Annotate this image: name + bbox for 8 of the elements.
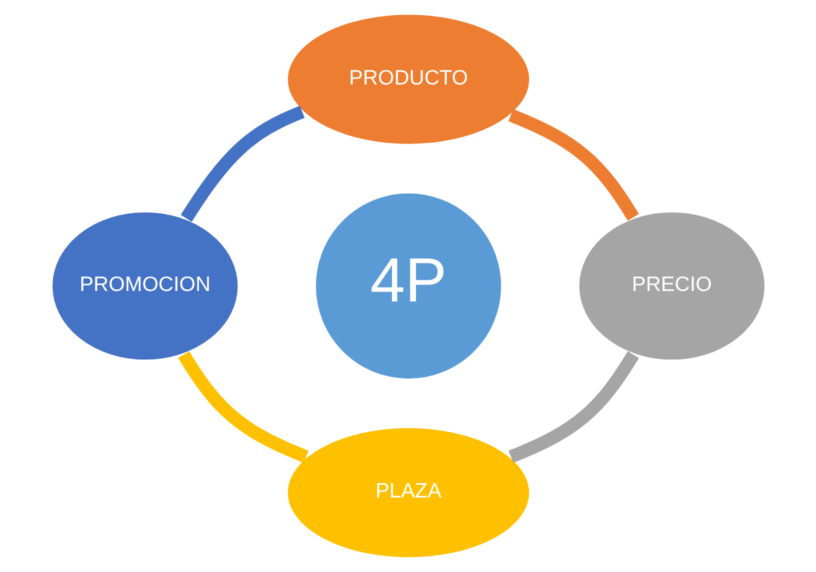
connector xyxy=(178,351,308,463)
node-ellipse: PLAZA xyxy=(284,426,532,560)
connector xyxy=(180,106,304,222)
node-circle: 4P xyxy=(312,190,504,382)
node-ellipse: PRODUCTO xyxy=(284,12,532,146)
connector xyxy=(508,109,638,221)
connector xyxy=(508,351,638,463)
node-ellipse: PRECIO xyxy=(576,210,767,362)
